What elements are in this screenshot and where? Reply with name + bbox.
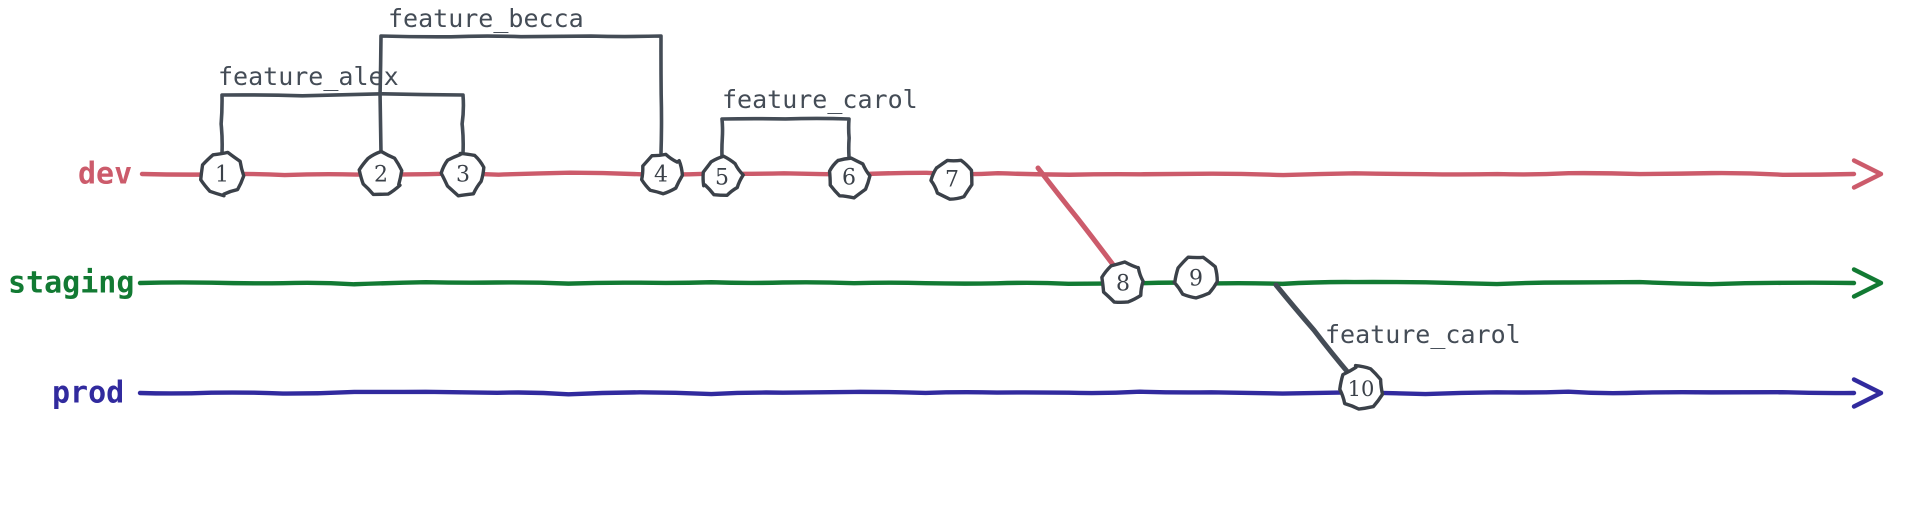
feature-becca-label: feature_becca [388,4,584,33]
prod-line-path [137,389,1857,397]
feature-carol-label: feature_carol [722,85,918,114]
feature-becca-bracket-path [378,34,664,155]
commit-node-9-circle [1172,255,1219,300]
commit-node-2-label: 2 [374,163,388,188]
commit-node-7-circle [929,158,974,201]
commit-node-2[interactable]: 2 [357,149,404,197]
commit-node-9[interactable]: 9 [1172,255,1219,300]
diagonal-labels: feature_carol [1325,320,1521,349]
commit-node-4-label: 4 [654,163,668,188]
staging-arrowhead [1851,267,1884,299]
commit-node-8[interactable]: 8 [1100,260,1145,304]
commit-node-1[interactable]: 1 [199,150,246,198]
branch-lines [137,158,1884,409]
branch-line-prod[interactable] [137,377,1884,409]
branch-labels: dev staging prod [8,157,134,411]
commit-node-6-circle [827,156,872,200]
commit-node-3-circle [439,151,486,198]
feature-bracket-becca[interactable]: feature_becca [378,4,664,155]
feature-carol-prod-label: feature_carol [1325,320,1521,349]
commit-node-8-circle [1100,260,1145,304]
commit-nodes: 1 2 3 4 5 6 7 [199,149,1385,411]
merge-line-staging-to-prod[interactable] [1273,282,1354,379]
commit-node-3[interactable]: 3 [439,151,486,198]
branch-line-dev[interactable] [139,158,1884,190]
feature-alex-label: feature_alex [218,62,399,91]
commit-node-5[interactable]: 5 [701,154,745,198]
commit-node-5-circle [701,154,745,198]
branch-label-prod: prod [52,376,124,411]
commit-node-1-label: 1 [215,163,229,188]
prod-arrowhead [1851,377,1884,409]
commit-node-7[interactable]: 7 [929,158,974,201]
commit-node-5-label: 5 [715,166,729,191]
feature-bracket-carol[interactable]: feature_carol [720,85,918,159]
branch-label-dev: dev [78,157,132,192]
commit-node-8-label: 8 [1116,272,1130,297]
staging-line-path [137,279,1857,287]
commit-node-9-label: 9 [1189,267,1203,292]
feature-carol-bracket-path [720,116,851,159]
commit-node-6[interactable]: 6 [827,156,872,200]
commit-node-10-label: 10 [1348,377,1375,401]
branch-line-staging[interactable] [137,267,1884,299]
dev-arrowhead [1851,158,1884,190]
merge-line-dev-to-staging[interactable] [1035,165,1120,273]
feature-alex-bracket-path [219,92,466,155]
dev-line-path [139,170,1857,178]
feature-brackets: feature_alex feature_becca feature_carol [218,4,918,159]
commit-node-4-circle [639,152,685,196]
branch-label-staging: staging [8,266,134,301]
commit-node-1-circle [199,150,246,198]
commit-node-3-label: 3 [456,163,470,188]
feature-bracket-alex[interactable]: feature_alex [218,62,466,155]
commit-node-4[interactable]: 4 [639,152,685,196]
merge-lines [1035,165,1354,379]
commit-node-2-circle [357,149,404,197]
commit-node-6-label: 6 [842,166,856,191]
commit-node-7-label: 7 [945,168,959,193]
commit-node-10-circle [1338,363,1385,411]
commit-node-10[interactable]: 10 [1338,363,1385,411]
